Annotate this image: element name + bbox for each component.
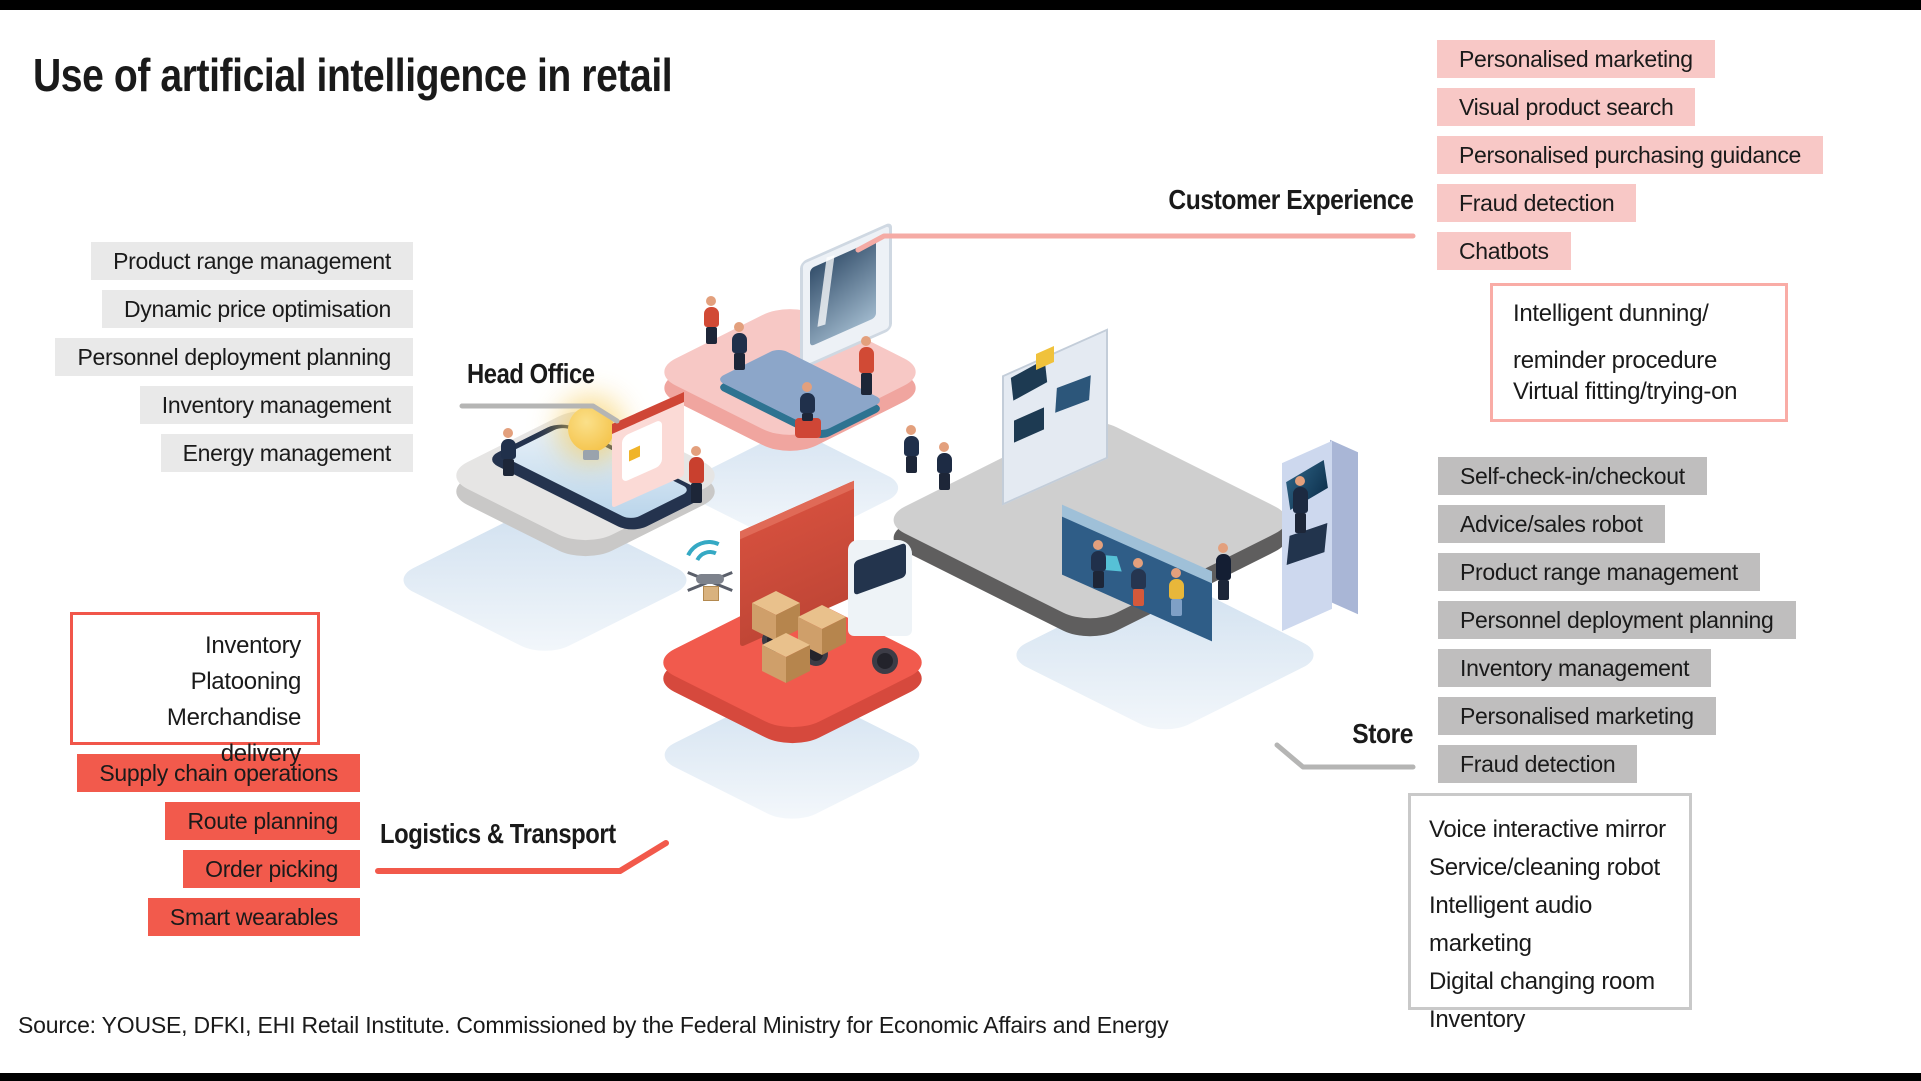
store-connector-line xyxy=(1274,742,1416,770)
bulb-base xyxy=(583,450,599,460)
drone-body xyxy=(696,574,724,584)
page-title: Use of artificial intelligence in retail xyxy=(33,48,785,102)
customer-experience-item: Chatbots xyxy=(1437,232,1571,270)
store-panel-line: Service/cleaning robot xyxy=(1429,854,1660,881)
head-office-label: Head Office xyxy=(467,358,595,389)
person-figure xyxy=(1130,558,1146,606)
drone-package xyxy=(703,586,719,601)
store-item: Fraud detection xyxy=(1438,745,1638,783)
store-item: Personalised marketing xyxy=(1438,697,1716,735)
person-figure xyxy=(903,425,919,473)
customer-experience-item: Fraud detection xyxy=(1437,184,1637,222)
section-header-store: Store xyxy=(1344,718,1413,750)
person-figure xyxy=(1292,476,1308,533)
person-figure xyxy=(703,296,719,344)
customer-experience-item: Personalised purchasing guidance xyxy=(1437,136,1824,174)
store-panel-line: Digital changing room xyxy=(1429,968,1655,995)
person-figure xyxy=(1090,540,1106,588)
source-note: Source: YOUSE, DFKI, EHI Retail Institut… xyxy=(18,1012,1169,1038)
store-panel-line: Intelligent audio marketing xyxy=(1429,892,1593,957)
store-item: Self-check-in/checkout xyxy=(1438,457,1707,495)
store-item: Inventory management xyxy=(1438,649,1712,687)
logistics-item: Supply chain operations xyxy=(77,754,360,792)
customer-experience-connector-line xyxy=(855,233,1416,253)
page-title-text: Use of artificial intelligence in retail xyxy=(33,49,673,101)
person-figure xyxy=(799,382,815,421)
logistics-item: Order picking xyxy=(183,850,360,888)
logistics-panel-line: Inventory xyxy=(204,632,301,659)
person-figure xyxy=(731,322,747,370)
customer-experience-item: Personalised marketing xyxy=(1437,40,1715,78)
store-panel-line: Inventory xyxy=(1429,1006,1526,1033)
store-label: Store xyxy=(1352,718,1413,749)
customer-experience-panel-line: Virtual fitting/trying-on xyxy=(1513,378,1738,405)
chair xyxy=(795,418,821,438)
logistics-item: Route planning xyxy=(165,802,360,840)
section-header-customer-experience: Customer Experience xyxy=(1135,184,1413,216)
head-office-item: Product range management xyxy=(91,242,413,280)
customer-experience-panel-line: reminder procedure xyxy=(1513,347,1718,374)
store-item: Advice/sales robot xyxy=(1438,505,1665,543)
person-figure xyxy=(936,442,952,490)
logistics-panel-line: Platooning xyxy=(190,668,302,695)
head-office-item: Personnel deployment planning xyxy=(55,338,413,376)
head-office-item: Dynamic price optimisation xyxy=(101,290,413,328)
store-panel-line: Voice interactive mirror xyxy=(1429,816,1666,843)
person-figure xyxy=(1215,543,1231,600)
section-header-head-office: Head Office xyxy=(467,358,617,390)
bottom-black-bar xyxy=(0,1073,1921,1081)
logistics-label: Logistics & Transport xyxy=(380,818,616,849)
store-item: Personnel deployment planning xyxy=(1438,601,1796,639)
top-black-bar xyxy=(0,0,1921,10)
customer-experience-panel-line: Intelligent dunning/ xyxy=(1513,300,1709,327)
store-item: Product range management xyxy=(1438,553,1760,591)
person-figure xyxy=(1168,568,1184,616)
head-office-item: Energy management xyxy=(160,434,413,472)
person-figure xyxy=(858,336,874,395)
head-office-item: Inventory management xyxy=(139,386,413,424)
section-header-logistics: Logistics & Transport xyxy=(380,818,657,850)
person-figure xyxy=(500,428,516,476)
logistics-item: Smart wearables xyxy=(147,898,360,936)
customer-experience-label: Customer Experience xyxy=(1168,184,1413,215)
logistics-panel-line: Merchandise delivery xyxy=(166,704,301,767)
logistics-connector-line xyxy=(375,840,669,874)
person-figure xyxy=(688,446,704,503)
head-office-connector-line xyxy=(459,403,620,424)
customer-experience-item: Visual product search xyxy=(1437,88,1696,126)
truck-wheel-3 xyxy=(872,648,898,674)
